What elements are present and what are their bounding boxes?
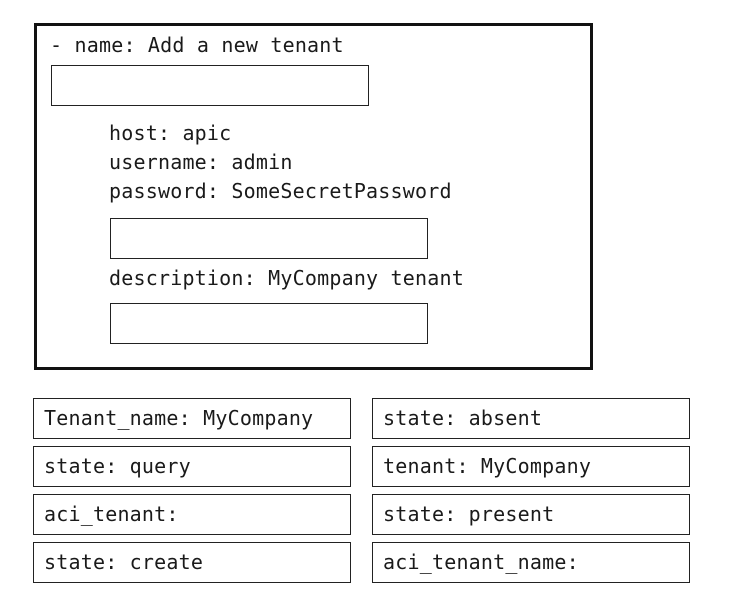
option-state-present[interactable]: state: present xyxy=(372,494,690,535)
option-aci-tenant-name[interactable]: aci_tenant_name: xyxy=(372,542,690,583)
playbook-code-box: - name: Add a new tenant host: apic user… xyxy=(34,23,593,370)
option-state-create[interactable]: state: create xyxy=(33,542,351,583)
drop-slot-tenant[interactable] xyxy=(110,218,428,259)
option-aci-tenant[interactable]: aci_tenant: xyxy=(33,494,351,535)
option-state-query[interactable]: state: query xyxy=(33,446,351,487)
option-state-absent[interactable]: state: absent xyxy=(372,398,690,439)
drop-slot-state[interactable] xyxy=(110,303,428,344)
host-line: host: apic xyxy=(109,121,232,145)
task-name-line: - name: Add a new tenant xyxy=(50,33,344,57)
username-line: username: admin xyxy=(109,150,293,174)
option-tenant-mycompany[interactable]: tenant: MyCompany xyxy=(372,446,690,487)
option-tenant-name-mycompany[interactable]: Tenant_name: MyCompany xyxy=(33,398,351,439)
drop-slot-module[interactable] xyxy=(51,65,369,106)
password-line: password: SomeSecretPassword xyxy=(109,179,452,203)
description-line: description: MyCompany tenant xyxy=(109,266,464,290)
